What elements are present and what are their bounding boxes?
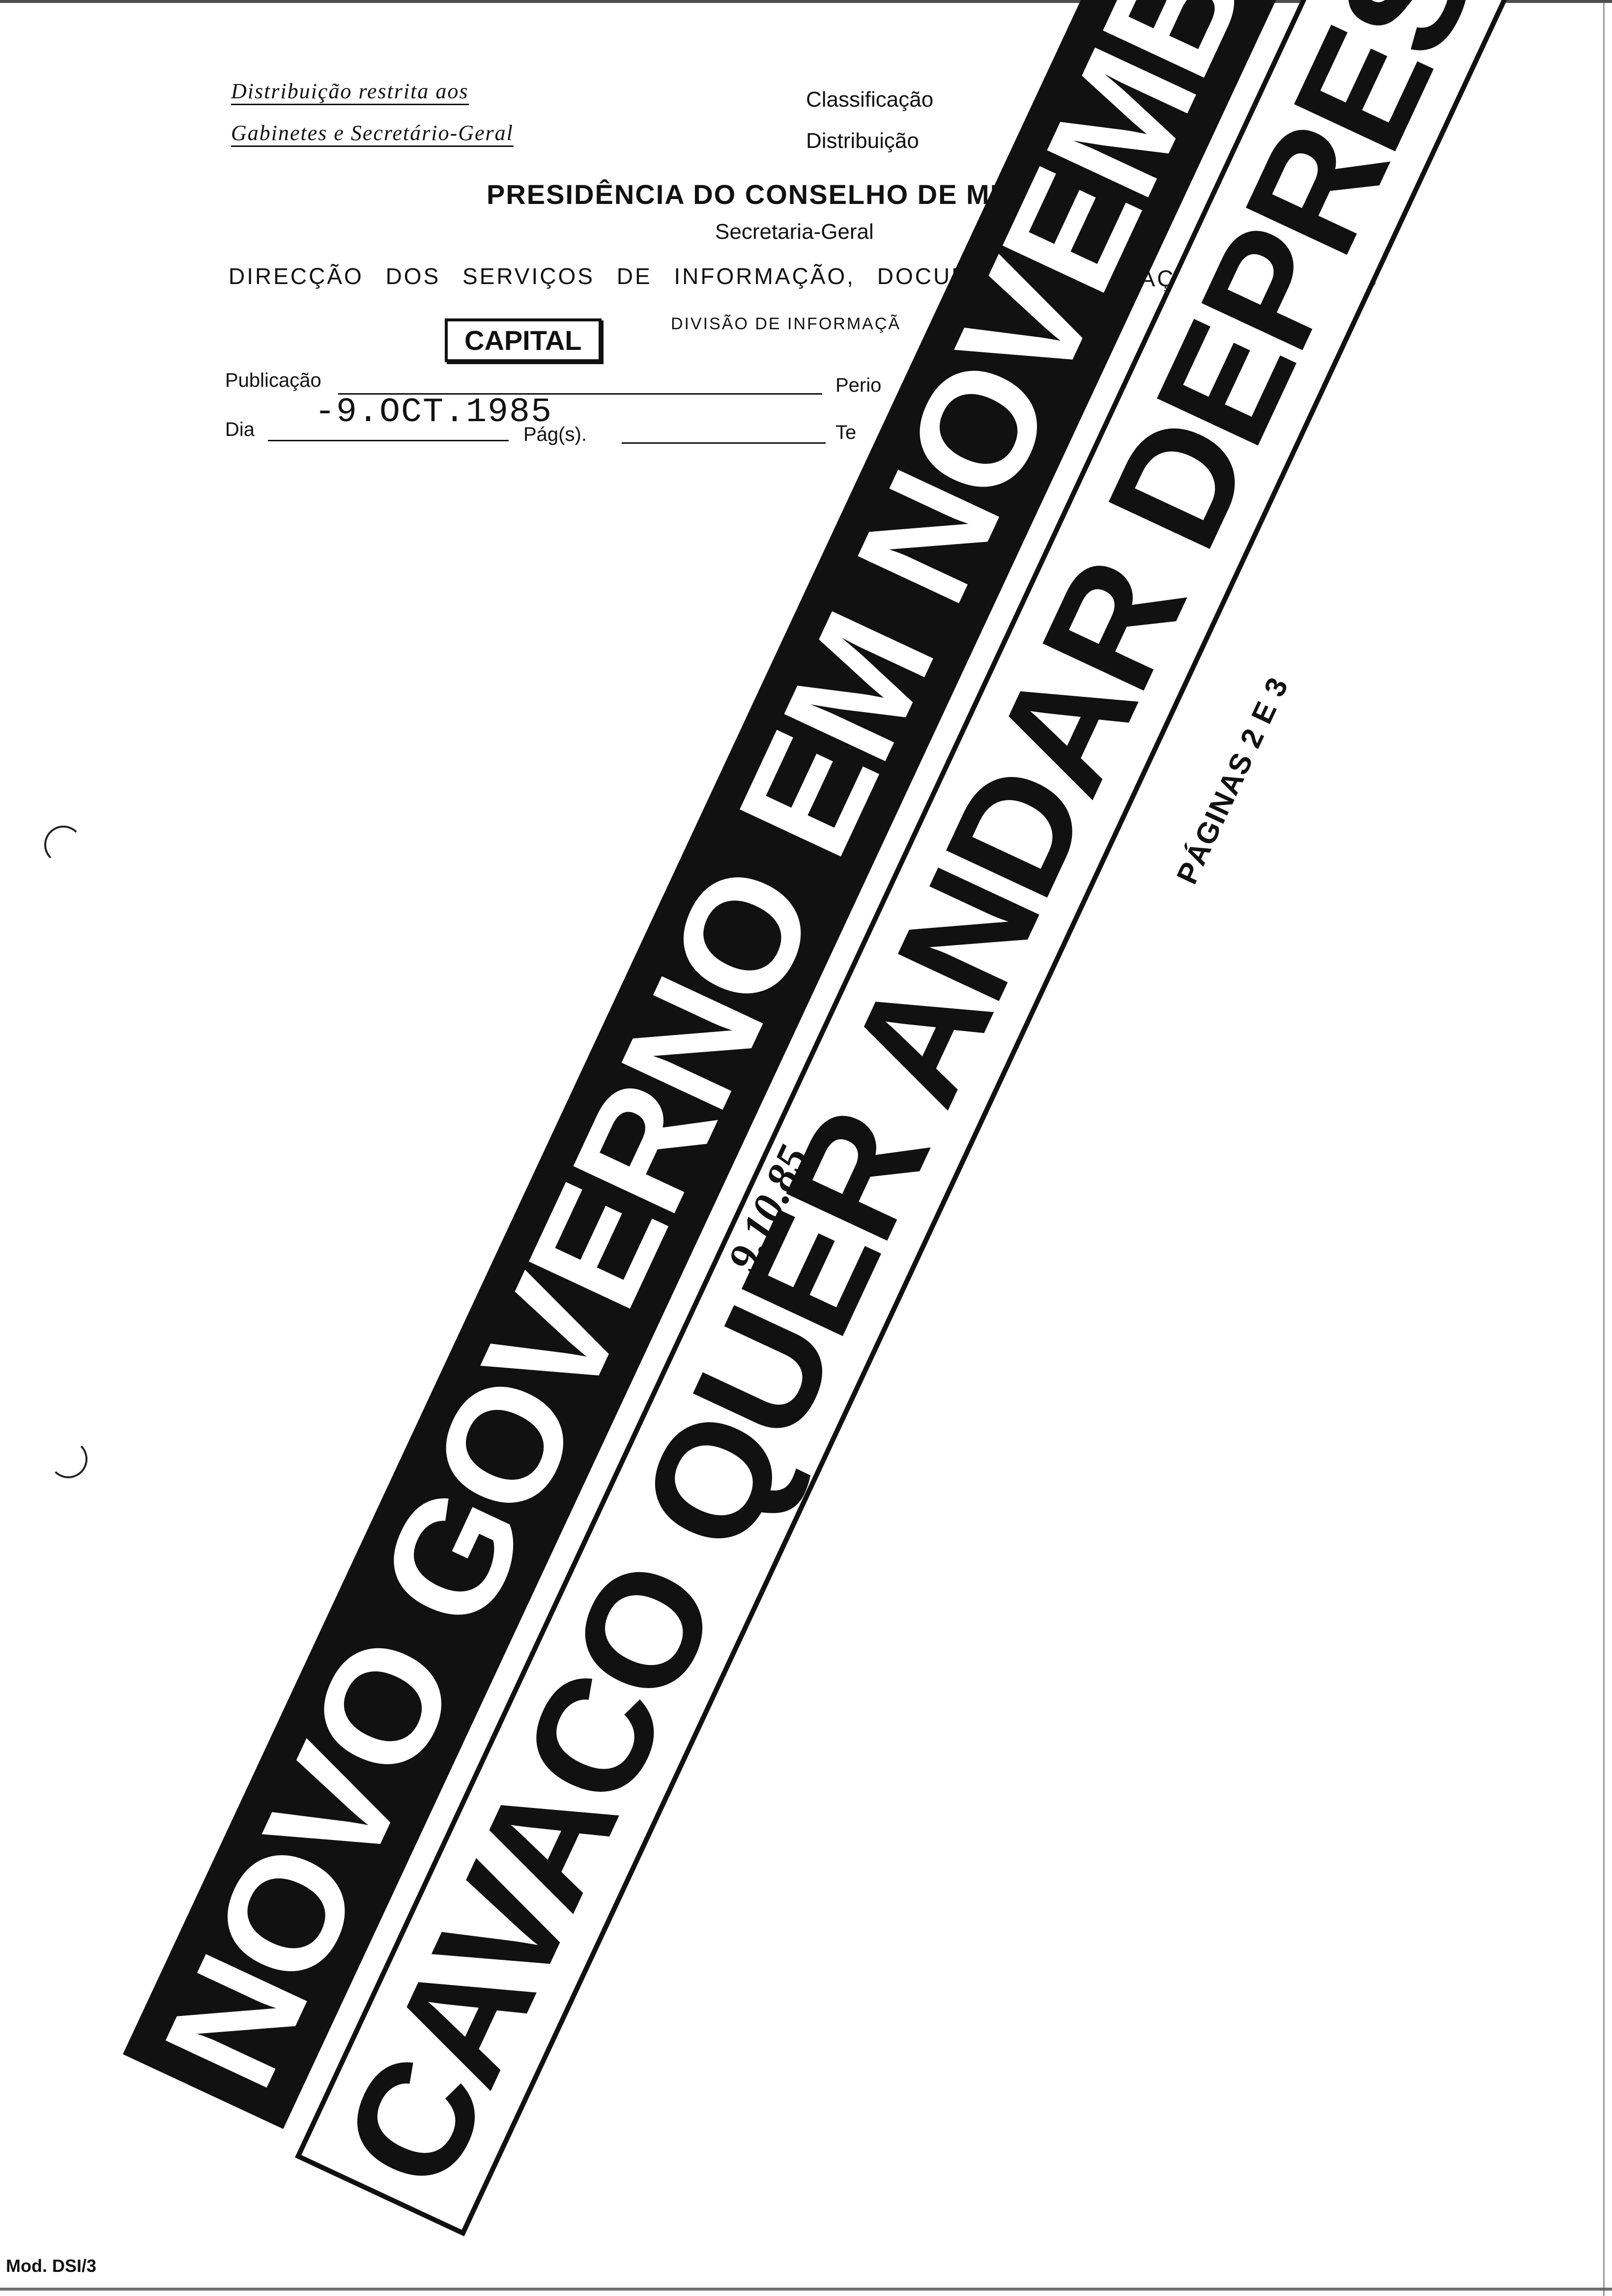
- right-edge-line: [1603, 0, 1605, 2296]
- date-stamp: -9.OCT.1985: [315, 393, 553, 432]
- publicacao-line: [338, 393, 822, 395]
- punch-hole-mark: [49, 1440, 87, 1478]
- te-label: Te: [835, 422, 857, 443]
- top-edge-line: [0, 0, 1612, 3]
- department-line-left: DIRECÇÃO DOS SERVIÇOS DE INFORMAÇÃO, DOC…: [229, 263, 973, 289]
- form-model-number: Mod. DSI/3: [6, 2256, 97, 2276]
- restriction-line-2: Gabinetes e Secretário-Geral: [231, 120, 514, 147]
- dia-label: Dia: [225, 419, 255, 440]
- page-subtitle: Secretaria-Geral: [715, 220, 874, 244]
- bottom-edge-line: [0, 2288, 1612, 2291]
- pages-reference: PÁGINAS 2 E 3: [1170, 672, 1295, 889]
- capital-stamp: CAPITAL: [445, 318, 602, 362]
- division-line: DIVISÃO DE INFORMAÇÃ: [671, 315, 901, 333]
- pags-label: Pág(s).: [523, 424, 587, 445]
- publicacao-label: Publicação: [225, 370, 321, 391]
- dia-line: [268, 440, 509, 441]
- restriction-line-1: Distribuição restrita aos: [231, 79, 469, 105]
- pags-line: [622, 442, 826, 444]
- punch-hole-mark: [44, 826, 83, 864]
- distribuicao-label: Distribuição: [806, 129, 919, 153]
- periodicidade-label: Perio: [835, 374, 882, 396]
- classificacao-label: Classificação: [806, 87, 934, 112]
